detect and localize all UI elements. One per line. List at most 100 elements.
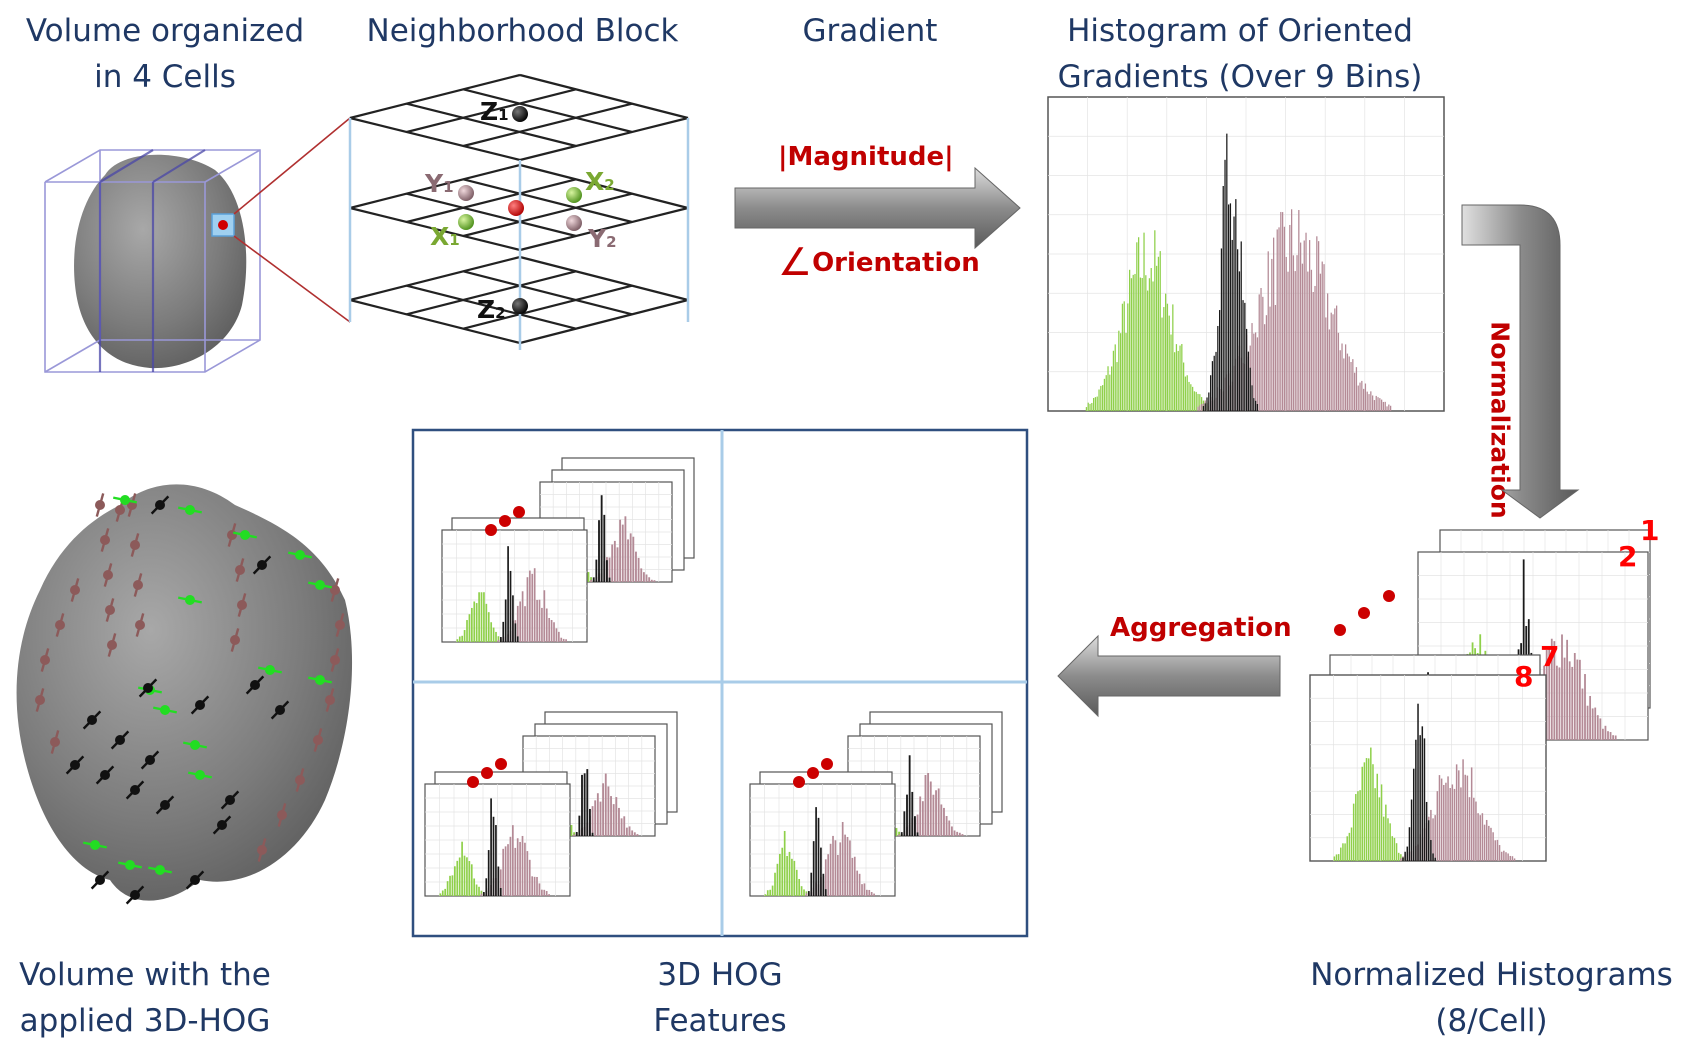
- ellipsis-dot: [513, 506, 525, 518]
- hog-marker: [185, 870, 205, 890]
- caption-volume-cells: Volume organized in 4 Cells: [15, 8, 315, 100]
- histogram-layer: [424, 96, 1651, 897]
- hog-marker: [245, 675, 265, 695]
- hog-marker: [308, 580, 332, 590]
- ellipsis-dot: [793, 776, 805, 788]
- normalization-arrow: [1461, 204, 1580, 519]
- hog-marker: [55, 613, 65, 637]
- hog-marker: [308, 675, 332, 685]
- hog-marker: [230, 628, 240, 652]
- hog-marker: [103, 563, 113, 587]
- ellipsis-dot: [1334, 624, 1346, 636]
- hog-marker: [83, 840, 107, 850]
- hog-marker: [107, 633, 117, 657]
- hog-marker: [330, 578, 340, 602]
- hog-marker: [105, 598, 115, 622]
- hog-marker: [212, 815, 232, 835]
- hog-marker: [155, 795, 175, 815]
- hog-marker: [118, 860, 142, 870]
- hog-marker: [90, 870, 110, 890]
- applied-hog-volume: [16, 484, 353, 905]
- hog-marker: [258, 665, 282, 675]
- label-z2: Z2: [477, 295, 506, 324]
- hog-marker: [277, 803, 287, 827]
- hog-marker: [313, 728, 323, 752]
- volume-cells-figure: [44, 117, 351, 373]
- label-y2: Y2: [587, 224, 617, 253]
- caption-applied: Volume with the applied 3D-HOG: [0, 952, 290, 1044]
- histogram-panel: [749, 783, 896, 897]
- stack-number-2: 2: [1618, 540, 1637, 573]
- hog-marker: [65, 755, 85, 775]
- caption-features: 3D HOG Features: [620, 952, 820, 1044]
- hog-marker: [138, 678, 158, 698]
- label-y1: Y1: [424, 169, 454, 198]
- hog-markers: [35, 493, 345, 905]
- caption-line: Volume organized: [25, 13, 305, 49]
- grid-layer-2: [349, 163, 689, 252]
- magnitude-label: |Magnitude|: [778, 142, 954, 172]
- hog-marker: [150, 495, 170, 515]
- hog-marker: [288, 550, 312, 560]
- ellipsis-dot: [495, 758, 507, 770]
- ellipsis-dot: [467, 776, 479, 788]
- hog-marker: [183, 740, 207, 750]
- hog-marker: [295, 768, 305, 792]
- ellipsis-dot: [807, 767, 819, 779]
- ellipsis-dot: [821, 758, 833, 770]
- grid-layer-1: [349, 73, 689, 162]
- caption-line: (8/Cell): [1435, 1003, 1548, 1039]
- hog-marker: [50, 730, 60, 754]
- hog-marker: [188, 770, 212, 780]
- hog-marker: [40, 648, 50, 672]
- caption-normalized: Normalized Histograms (8/Cell): [1300, 952, 1683, 1044]
- gradient-arrow: [734, 166, 1021, 250]
- ellipsis-dot: [1358, 607, 1370, 619]
- hog-marker: [178, 505, 202, 515]
- hog-marker: [113, 495, 137, 505]
- neighborhood-grid: [349, 73, 689, 345]
- grid-layer-3: [349, 255, 689, 345]
- hog-marker: [220, 790, 240, 810]
- label-x2: X2: [585, 167, 615, 196]
- hog-marker: [148, 865, 172, 875]
- caption-neighborhood: Neighborhood Block: [340, 8, 705, 54]
- caption-line: Gradients (Over 9 Bins): [1057, 59, 1423, 95]
- hog-marker: [335, 613, 345, 637]
- hog-marker: [95, 765, 115, 785]
- hog-marker: [233, 530, 257, 540]
- hog-marker: [130, 533, 140, 557]
- aggregation-label: Aggregation: [1110, 613, 1292, 643]
- label-x1: X1: [430, 222, 460, 251]
- histogram-panel: [441, 529, 588, 643]
- caption-line: applied 3D-HOG: [19, 1003, 271, 1039]
- stack-number-1: 1: [1640, 514, 1659, 547]
- aggregation-arrow: [1057, 634, 1281, 718]
- hog-marker: [135, 613, 145, 637]
- histogram-panel: [1309, 674, 1547, 862]
- caption-line: Normalized Histograms: [1310, 957, 1673, 993]
- stack-number-7: 7: [1540, 640, 1559, 673]
- orientation-text: Orientation: [812, 248, 980, 278]
- caption-line: Gradient: [802, 13, 938, 49]
- angle-symbol: ∠: [778, 240, 813, 284]
- neighbor-points: [458, 106, 582, 314]
- neighborhood-pillars: [348, 118, 690, 350]
- hog-marker: [330, 648, 340, 672]
- hog-marker: [270, 700, 290, 720]
- hog-marker: [133, 573, 143, 597]
- caption-line: in 4 Cells: [94, 59, 236, 95]
- hog-marker: [110, 730, 130, 750]
- hog-marker: [178, 595, 202, 605]
- hog-marker: [140, 750, 160, 770]
- caption-line: Volume with the: [19, 957, 271, 993]
- stack-numbers: 1 2 7 8: [1514, 514, 1659, 693]
- hog-marker: [235, 558, 245, 582]
- hog-marker: [190, 695, 210, 715]
- hog-marker: [252, 555, 272, 575]
- stack-number-8: 8: [1514, 660, 1533, 693]
- hog-marker: [125, 885, 145, 905]
- hog-marker: [257, 838, 267, 862]
- caption-hog: Histogram of Oriented Gradients (Over 9 …: [1020, 8, 1460, 100]
